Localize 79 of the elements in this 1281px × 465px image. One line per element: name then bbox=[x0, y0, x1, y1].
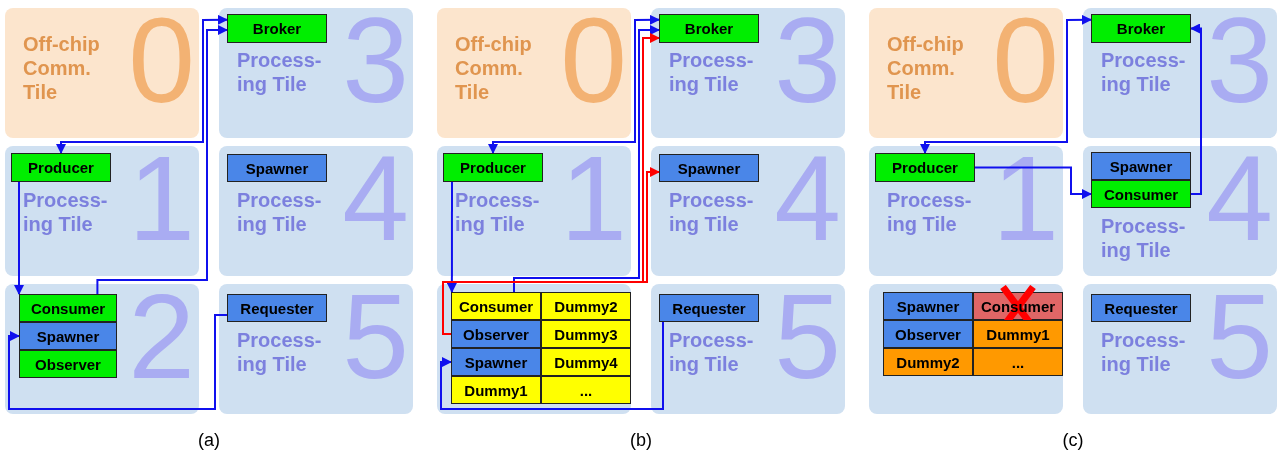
tile-number: 0 bbox=[992, 0, 1059, 120]
panel-caption: (a) bbox=[197, 430, 221, 451]
tile-panel bbox=[437, 8, 631, 138]
tile-panel bbox=[5, 146, 199, 276]
tile-label: Process- ing Tile bbox=[1101, 214, 1187, 262]
component-box: Requester bbox=[227, 294, 327, 322]
arrow bbox=[446, 181, 457, 293]
arrow bbox=[974, 166, 1092, 199]
arrow bbox=[488, 14, 660, 154]
tile-label: Process- ing Tile bbox=[1101, 48, 1187, 96]
component-box: ... bbox=[541, 376, 631, 404]
arrow bbox=[8, 314, 228, 410]
component-box: Dummy3 bbox=[541, 320, 631, 348]
component-box: Producer bbox=[443, 153, 543, 182]
tile-label: Process- ing Tile bbox=[669, 328, 755, 376]
component-box: Broker bbox=[659, 14, 759, 43]
arrow bbox=[440, 321, 664, 410]
component-box: Spawner bbox=[227, 154, 327, 182]
tile-label: Off-chip Comm. Tile bbox=[887, 32, 965, 104]
arrow bbox=[96, 24, 228, 295]
tile-label: Process- ing Tile bbox=[23, 188, 109, 236]
arrow bbox=[920, 14, 1092, 154]
tile-panel bbox=[869, 8, 1063, 138]
tile-label: Process- ing Tile bbox=[887, 188, 973, 236]
component-box: Spawner bbox=[883, 292, 973, 320]
tile-panel bbox=[5, 284, 199, 414]
tile-panel bbox=[1083, 284, 1277, 414]
component-box: Dummy2 bbox=[541, 292, 631, 320]
tile-label: Off-chip Comm. Tile bbox=[455, 32, 533, 104]
component-box: Spawner bbox=[1091, 152, 1191, 180]
tile-panel bbox=[1083, 146, 1277, 276]
tile-panel bbox=[869, 284, 1063, 414]
component-box: Observer bbox=[451, 320, 541, 348]
tile-label: Process- ing Tile bbox=[455, 188, 541, 236]
component-box: Broker bbox=[1091, 14, 1191, 43]
arrow bbox=[56, 14, 228, 154]
component-box: Producer bbox=[11, 153, 111, 182]
tile-label: Process- ing Tile bbox=[237, 328, 323, 376]
component-box: Consumer bbox=[451, 292, 541, 320]
component-box: Spawner bbox=[659, 154, 759, 182]
component-box: ... bbox=[973, 348, 1063, 376]
component-box: Dummy2 bbox=[883, 348, 973, 376]
component-box: Requester bbox=[659, 294, 759, 322]
tile-label: Process- ing Tile bbox=[1101, 328, 1187, 376]
tile-panel bbox=[219, 8, 413, 138]
tile-panel bbox=[1083, 8, 1277, 138]
component-box: Consumer bbox=[1091, 180, 1191, 208]
tile-label: Off-chip Comm. Tile bbox=[23, 32, 101, 104]
component-box: Broker bbox=[227, 14, 327, 43]
component-box: Spawner bbox=[451, 348, 541, 376]
tile-panel bbox=[437, 284, 631, 414]
tile-number: 0 bbox=[560, 0, 627, 120]
tile-panel bbox=[219, 284, 413, 414]
component-box: Dummy1 bbox=[973, 320, 1063, 348]
tile-panel bbox=[5, 8, 199, 138]
tile-panel bbox=[651, 8, 845, 138]
component-box: Observer bbox=[19, 350, 117, 378]
component-box: Dummy1 bbox=[451, 376, 541, 404]
tile-label: Process- ing Tile bbox=[669, 48, 755, 96]
tile-panel bbox=[219, 146, 413, 276]
tile-label: Process- ing Tile bbox=[237, 48, 323, 96]
tile-label: Process- ing Tile bbox=[669, 188, 755, 236]
component-box: Spawner bbox=[19, 322, 117, 350]
panel-caption: (b) bbox=[629, 430, 653, 451]
panel-caption: (c) bbox=[1061, 430, 1085, 451]
arrow bbox=[1190, 23, 1202, 195]
tile-label: Process- ing Tile bbox=[237, 188, 323, 236]
component-box: Dummy4 bbox=[541, 348, 631, 376]
tile-panel bbox=[869, 146, 1063, 276]
tile-panel bbox=[437, 146, 631, 276]
arrow bbox=[513, 24, 660, 293]
arrow bbox=[14, 181, 24, 295]
tile-number: 0 bbox=[128, 0, 195, 120]
component-box: Observer bbox=[883, 320, 973, 348]
component-box: Consumer bbox=[19, 294, 117, 322]
tile-panel bbox=[651, 284, 845, 414]
component-box: Producer bbox=[875, 153, 975, 182]
component-box: Requester bbox=[1091, 294, 1191, 322]
tile-panel bbox=[651, 146, 845, 276]
